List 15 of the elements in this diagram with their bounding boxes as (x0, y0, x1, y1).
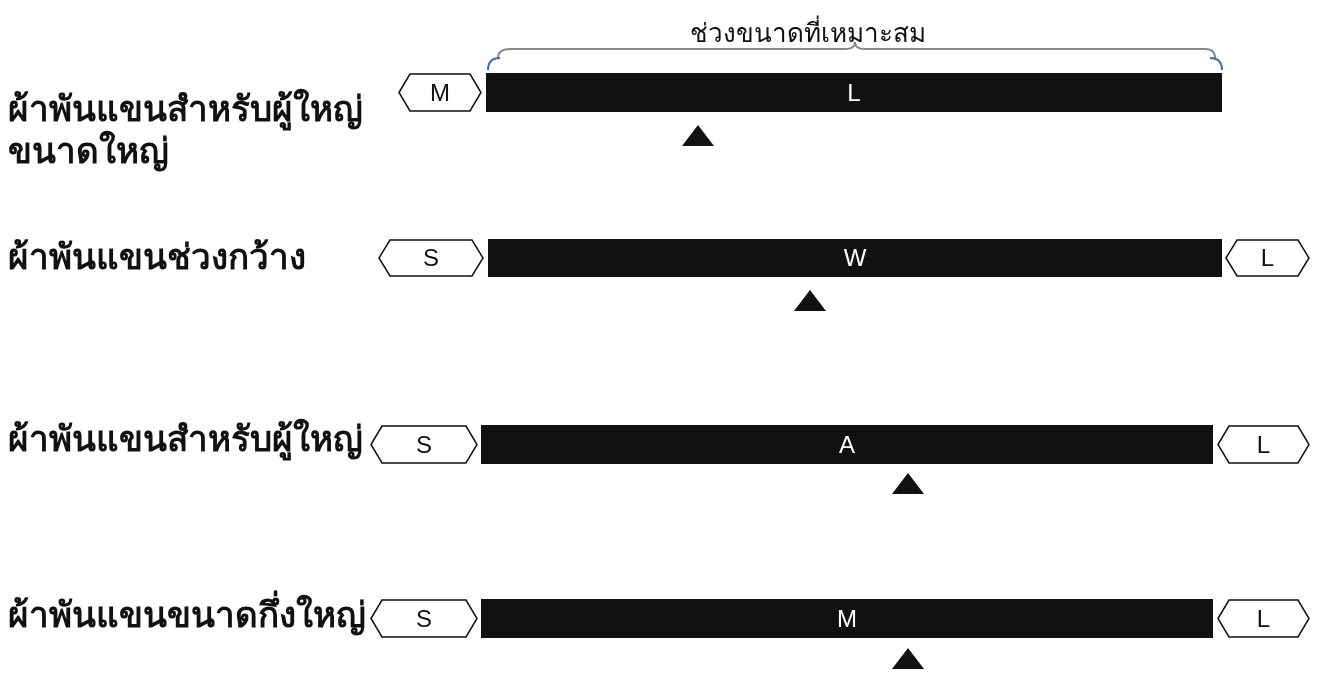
size-tag: L (1225, 239, 1310, 277)
size-tag: M (398, 73, 482, 112)
cuff-type-heading: ผ้าพันแขนช่วงกว้าง (8, 236, 307, 278)
size-range-bar: W (488, 239, 1222, 277)
cuff-type-heading: ผ้าพันแขนสำหรับผู้ใหญ่ขนาดใหญ่ (8, 88, 364, 172)
size-tag: S (370, 599, 478, 638)
size-range-bar: L (486, 73, 1222, 112)
size-range-bar: M (481, 599, 1213, 638)
size-tag: L (1217, 599, 1310, 638)
range-caption: ช่วงขนาดที่เหมาะสม (690, 12, 926, 53)
size-tag: L (1217, 425, 1310, 464)
size-range-bar: A (481, 425, 1213, 464)
cuff-type-heading: ผ้าพันแขนสำหรับผู้ใหญ่ (8, 418, 364, 460)
size-tag: S (370, 425, 478, 464)
size-tag: S (378, 239, 484, 277)
